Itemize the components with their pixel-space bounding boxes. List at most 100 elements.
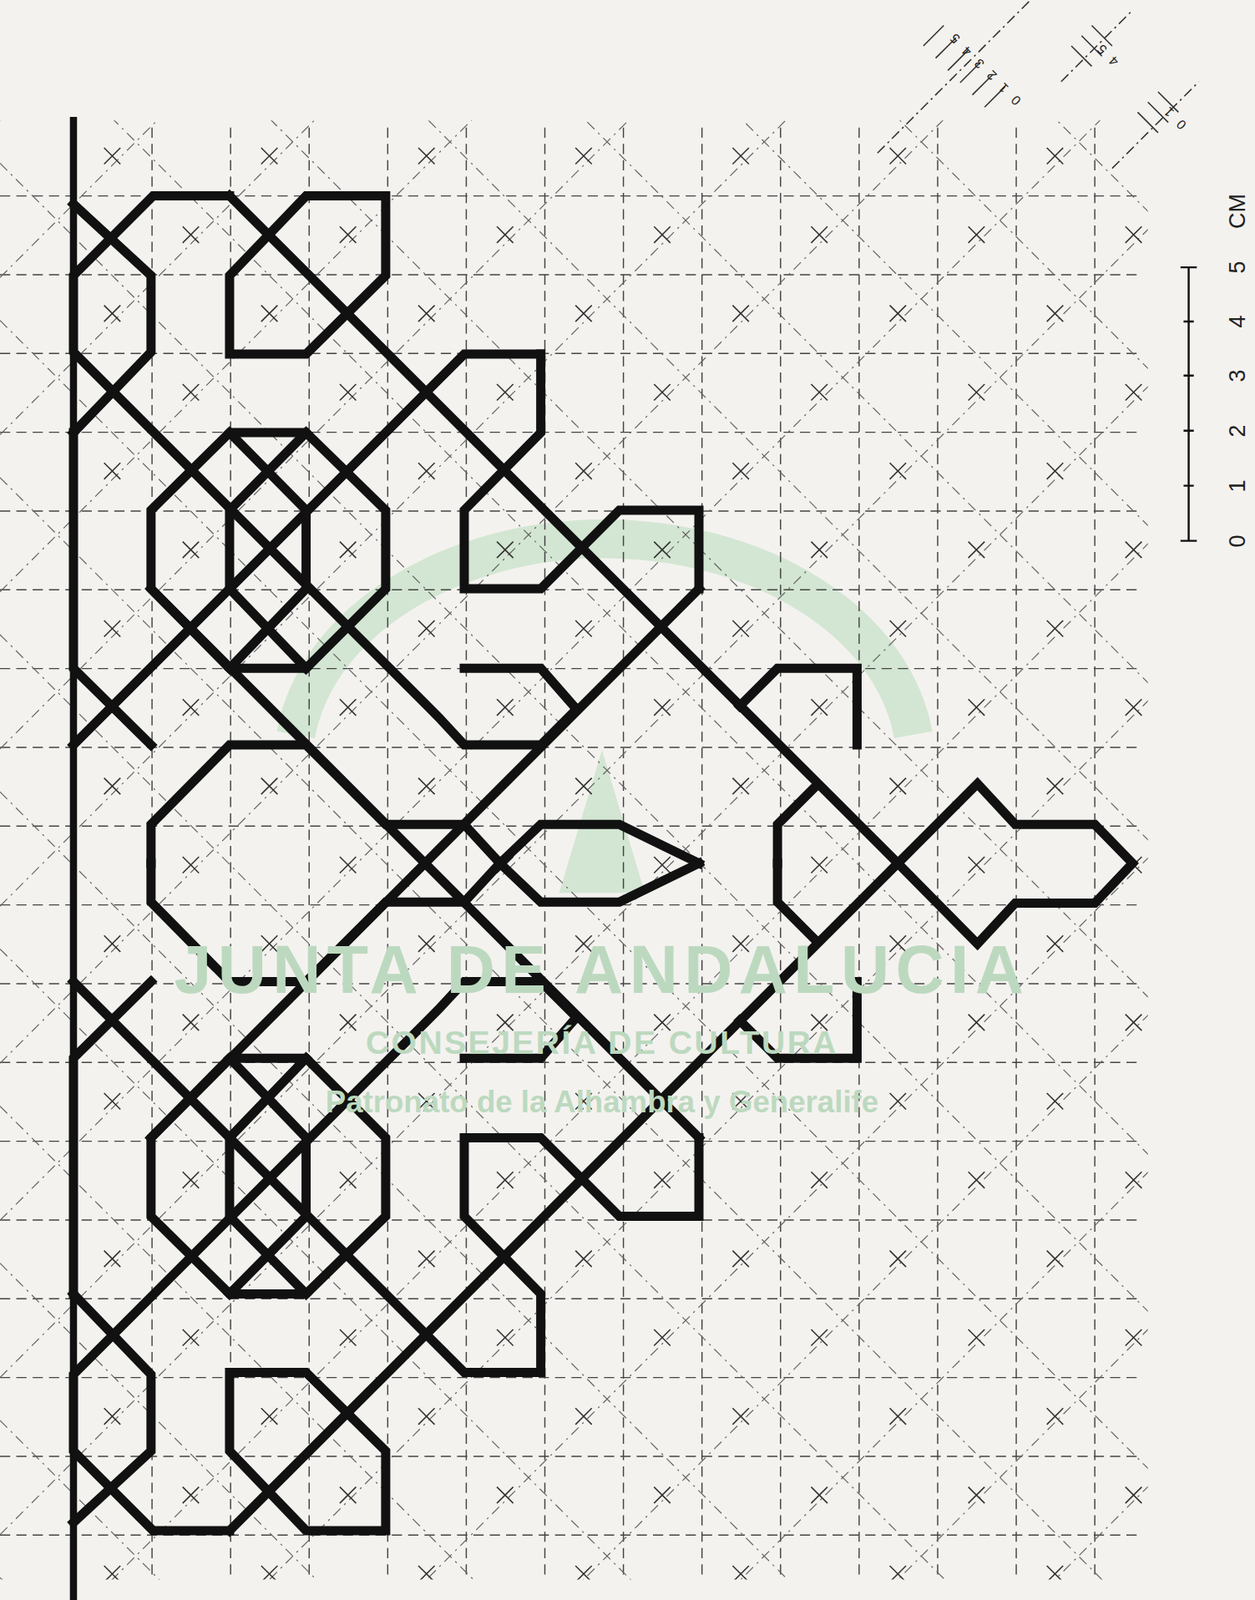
grid-line (339, 226, 357, 243)
grid-line (182, 1014, 200, 1032)
grid-line (182, 384, 200, 401)
grid-line (104, 1093, 122, 1110)
grid-line (496, 1487, 514, 1504)
grid-line (104, 305, 122, 323)
grid-line (1125, 1171, 1143, 1189)
grid-line (0, 589, 1144, 591)
grid-line (858, 127, 860, 1577)
grid-line (496, 698, 514, 716)
grid-line (653, 384, 671, 401)
grid-line (0, 667, 1144, 669)
scale-number: 1 (1226, 479, 1250, 492)
grid-line (104, 1407, 122, 1425)
grid-line (1125, 226, 1143, 243)
grid-line (418, 778, 436, 795)
grid-line (339, 856, 357, 874)
grid-line (0, 120, 1149, 1058)
grid-line (810, 1329, 828, 1347)
grid-line (653, 1487, 671, 1504)
grid-line (339, 541, 357, 559)
grid-line (653, 541, 671, 559)
scale-number: 0 (1008, 92, 1023, 107)
grid-line (1015, 127, 1017, 1577)
grid-line (732, 620, 749, 638)
grid-line (653, 384, 671, 401)
grid-line (104, 1565, 122, 1580)
grid-line (0, 120, 1149, 435)
grid-line (182, 1014, 200, 1032)
grid-line (968, 226, 986, 243)
grid-line (968, 1487, 986, 1504)
grid-line (575, 1407, 593, 1425)
grid-line (968, 698, 986, 716)
grid-line (0, 1420, 1149, 1580)
grid-line (936, 127, 938, 1577)
grid-line (104, 147, 122, 165)
grid-line (0, 1455, 1144, 1457)
grid-line (496, 384, 514, 401)
grid-line (418, 462, 436, 480)
grid-line (104, 1093, 122, 1110)
grid-line (418, 147, 436, 165)
grid-line (810, 384, 828, 401)
grid-line (339, 1171, 357, 1189)
grid-line (732, 1407, 749, 1425)
grid-line (890, 147, 907, 165)
grid-line (890, 1565, 907, 1580)
grid-line (1047, 1250, 1064, 1268)
grid-line (261, 1565, 279, 1580)
grid-line (810, 541, 828, 559)
grid-line (575, 620, 593, 638)
grid-line (575, 1250, 593, 1268)
grid-line (418, 1565, 436, 1580)
grid-line (182, 1329, 200, 1347)
grid-line (496, 1487, 514, 1504)
scale-number: 5 (1094, 41, 1109, 56)
grid-line (261, 1407, 279, 1425)
grid-line (810, 226, 828, 243)
ruler-lines (877, 0, 1200, 542)
scale-number: 1 (996, 80, 1012, 95)
grid-line (0, 120, 1149, 429)
grid-line (1047, 1407, 1064, 1425)
grid-line (496, 1329, 514, 1347)
scale-number: 5 (1226, 261, 1250, 274)
grid-line (104, 935, 122, 952)
grid-line (968, 1014, 986, 1032)
grid-line (701, 127, 703, 1577)
grid-line (890, 462, 907, 480)
grid-line (810, 541, 828, 559)
grid-line (496, 226, 514, 243)
grid-line (732, 778, 749, 795)
grid-line (1047, 1250, 1064, 1268)
grid-line (575, 778, 593, 795)
grid-line (1047, 305, 1064, 323)
watermark-text: JUNTA DE ANDALUCIA (174, 936, 1031, 1004)
grid-line (182, 698, 200, 716)
grid-line (890, 1250, 907, 1268)
grid-line (182, 1171, 200, 1189)
grid-line (732, 620, 749, 638)
grid-line (575, 778, 593, 795)
grid-line (732, 305, 749, 323)
grid-line (968, 856, 986, 874)
grid-line (0, 640, 1149, 1579)
grid-line (104, 1407, 122, 1425)
grid-line (1125, 384, 1143, 401)
grid-line (810, 1487, 828, 1504)
grid-line (339, 1487, 357, 1504)
grid-line (0, 955, 1149, 1580)
grid-line (1125, 1487, 1143, 1504)
grid-line (0, 120, 1149, 1579)
grid-line (1125, 698, 1143, 716)
grid-line (732, 147, 749, 165)
grid-line (182, 698, 200, 716)
grid-line (653, 1487, 671, 1504)
grid-line (732, 1407, 749, 1425)
grid-line (261, 305, 279, 323)
scale-number: 4 (1226, 314, 1250, 328)
grid-line (182, 1171, 200, 1189)
